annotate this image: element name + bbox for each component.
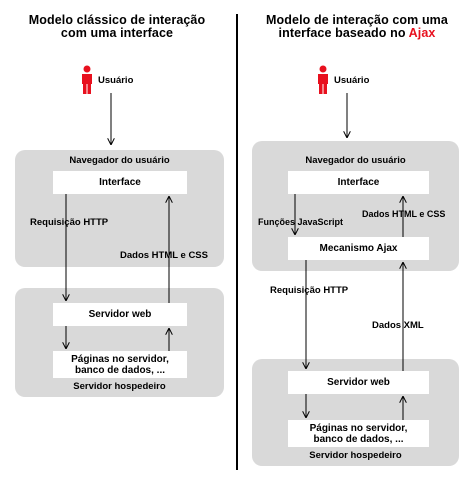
right-interface-box: Interface xyxy=(288,171,429,194)
left-browser-caption: Navegador do usuário xyxy=(69,155,170,166)
left-request-label: Requisição HTTP xyxy=(30,217,109,228)
right-user-icon xyxy=(316,65,330,95)
right-ajax-engine-box: Mecanismo Ajax xyxy=(288,237,429,260)
left-title: Modelo clássico de interação com uma int… xyxy=(0,14,234,40)
left-interface-box: Interface xyxy=(53,171,187,194)
right-interface-label: Interface xyxy=(337,177,380,188)
right-user-label: Usuário xyxy=(334,75,370,86)
left-browser-panel xyxy=(15,150,224,267)
left-title-line1: Modelo clássico de interação xyxy=(28,13,206,27)
right-title-line1: Modelo de interação com uma xyxy=(266,13,448,27)
left-response-label: Dados HTML e CSS xyxy=(120,250,208,261)
left-webserver-box: Servidor web xyxy=(53,303,187,326)
right-title: Modelo de interação com uma interface ba… xyxy=(240,14,474,40)
left-title-line2: com uma interface xyxy=(60,26,174,40)
right-host-caption: Servidor hospedeiro xyxy=(309,450,402,461)
right-pages-line2: banco de dados, ... xyxy=(313,433,404,445)
center-divider xyxy=(236,14,238,470)
right-request-label: Requisição HTTP xyxy=(270,285,349,296)
right-js-label: Funções JavaScript xyxy=(258,217,344,227)
left-host-caption: Servidor hospedeiro xyxy=(73,381,166,392)
right-title-ajax: Ajax xyxy=(408,26,436,40)
right-pages-line1: Páginas no servidor, xyxy=(309,422,408,434)
right-webserver-box: Servidor web xyxy=(288,371,429,394)
right-title-line2-prefix: interface baseado no xyxy=(278,26,409,40)
left-user-label: Usuário xyxy=(98,75,134,86)
left-user-icon xyxy=(80,65,94,95)
left-pages-box: Páginas no servidor, banco de dados, ... xyxy=(53,351,187,378)
left-interface-label: Interface xyxy=(99,177,141,188)
left-pages-line1: Páginas no servidor, xyxy=(71,353,169,365)
right-pages-box: Páginas no servidor, banco de dados, ... xyxy=(288,420,429,447)
right-title-line2: interface baseado no Ajax xyxy=(240,27,474,40)
right-webserver-label: Servidor web xyxy=(327,377,390,388)
right-xml-label: Dados XML xyxy=(372,320,424,331)
right-browser-caption: Navegador do usuário xyxy=(305,155,406,166)
right-ajax-engine-label: Mecanismo Ajax xyxy=(319,243,398,254)
right-html-css-label: Dados HTML e CSS xyxy=(362,209,446,219)
left-webserver-label: Servidor web xyxy=(88,309,152,320)
left-pages-line2: banco de dados, ... xyxy=(74,364,165,376)
